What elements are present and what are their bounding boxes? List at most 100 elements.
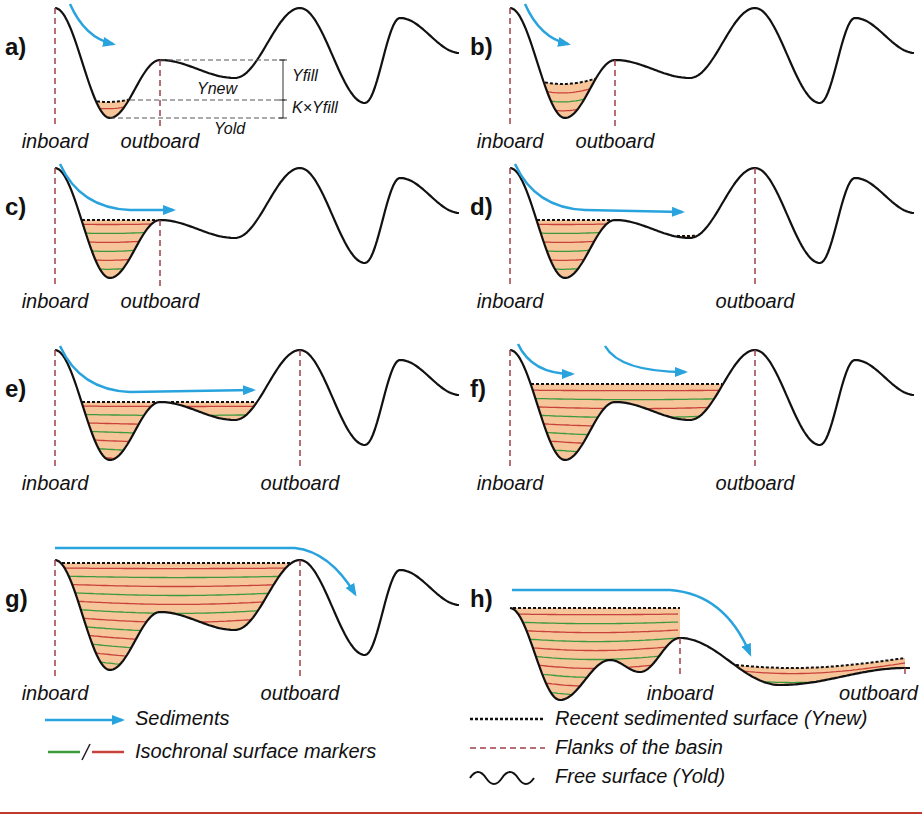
free-surface: [55, 8, 459, 118]
isochron-group: [55, 568, 298, 676]
isochron-line: [55, 648, 298, 658]
flank-label: outboard: [261, 472, 340, 494]
isochron-line: [55, 664, 298, 676]
flank-line: [159, 60, 161, 126]
isochron-line: [55, 454, 298, 460]
isochron-line: [55, 584, 298, 587]
flank-line: [54, 560, 56, 678]
isochron-line: [510, 406, 753, 409]
sediment-arrow: [512, 590, 750, 654]
flank-label: outboard: [716, 472, 795, 494]
sediment-fill: [510, 168, 615, 278]
isochron-line: [510, 112, 615, 129]
sediment-arrow: [605, 346, 685, 372]
sediment-fill: [55, 168, 160, 278]
isochron-line: [510, 223, 615, 225]
sediment-arrow: [70, 4, 113, 44]
sediment-arrow: [515, 164, 682, 212]
isochron-line: [55, 104, 160, 118]
isochron-line: [510, 414, 753, 418]
free-surface: [510, 8, 914, 118]
flank-line: [679, 638, 681, 678]
recent-surface: [545, 79, 595, 84]
flank-line: [904, 668, 906, 678]
sediment-fill: [680, 638, 905, 685]
isochron-line: [510, 240, 615, 242]
free-surface: [510, 168, 914, 278]
flank-line: [54, 8, 56, 126]
legend-text: Sediments: [135, 707, 230, 729]
dimension-label: Yfill: [290, 67, 320, 85]
recent-surface: [513, 607, 680, 609]
dimension-lines: [110, 60, 285, 118]
isochron-line: [510, 422, 753, 427]
free-surface: [510, 350, 914, 460]
sediment-arrow: [525, 4, 568, 44]
sediment-fill: [55, 8, 160, 118]
isochron-line: [510, 264, 615, 269]
flank-label: outboard: [716, 290, 795, 312]
isochron-line: [55, 248, 160, 251]
legend-isochron-green: [48, 751, 80, 754]
isochron-group: [55, 96, 160, 127]
flank-line: [54, 168, 56, 286]
flank-line: [299, 350, 301, 468]
legend-text: Recent sedimented surface (Ynew): [555, 707, 867, 729]
isochron-line: [510, 638, 678, 642]
legend-free-surface: [470, 772, 534, 784]
isochron-line: [510, 630, 678, 633]
panel-letter: f): [470, 376, 486, 402]
isochron-line: [510, 389, 753, 391]
panel-letter: b): [470, 34, 493, 60]
flank-line: [54, 350, 56, 468]
isochron-line: [55, 240, 160, 242]
free-surface: [55, 350, 459, 460]
isochron-line: [510, 96, 615, 111]
basin-panel: [55, 164, 459, 286]
isochron-line: [55, 264, 160, 269]
flank-line: [299, 560, 301, 678]
isochron-line: [510, 256, 615, 260]
flank-label: inboard: [647, 682, 714, 704]
flank-line: [754, 350, 756, 468]
flank-line: [754, 168, 756, 286]
recent-surface: [82, 219, 156, 221]
panel-letter: d): [470, 194, 493, 220]
isochron-line: [55, 414, 298, 415]
sediment-arrow: [60, 346, 253, 392]
legend-sediment-arrow: [45, 719, 122, 722]
isochron-line: [510, 446, 753, 453]
isochron-line: [510, 80, 615, 93]
basin-panel: [55, 4, 459, 127]
flank-label: inboard: [22, 130, 89, 152]
basin-panel: [510, 344, 914, 468]
basin-panel: [510, 4, 914, 129]
panel-letter: c): [5, 194, 26, 220]
sediment-fill: [615, 168, 755, 238]
recent-surface: [97, 100, 128, 102]
dimension-label: Ynew: [195, 80, 239, 98]
isochron-line: [510, 670, 678, 677]
isochron-line: [510, 88, 615, 102]
free-surface: [55, 560, 459, 670]
flank-label: inboard: [22, 290, 89, 312]
isochron-line: [55, 223, 160, 225]
isochron-line: [55, 422, 298, 424]
isochron-line: [55, 446, 298, 451]
isochron-line: [510, 622, 678, 624]
isochron-line: [55, 567, 298, 569]
legend-text: Isochronal surface markers: [135, 740, 376, 762]
flank-label: outboard: [839, 682, 918, 704]
isochron-line: [55, 616, 298, 622]
legend-isochron-slash: [82, 744, 90, 760]
flank-label: outboard: [121, 130, 200, 152]
flank-label: outboard: [121, 290, 200, 312]
flank-label: outboard: [576, 130, 655, 152]
isochron-line: [55, 438, 298, 442]
isochron-line: [510, 398, 753, 400]
flank-label: inboard: [22, 682, 89, 704]
isochron-line: [510, 454, 753, 462]
isochron-line: [55, 576, 298, 578]
sediment-arrow: [60, 164, 173, 210]
